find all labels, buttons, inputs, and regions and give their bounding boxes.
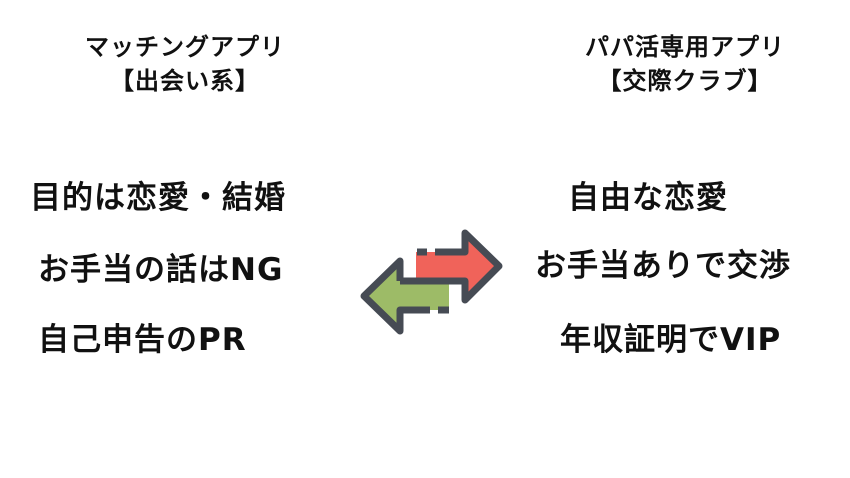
right-arrow-outline [400, 229, 503, 304]
left-item-purpose: 目的は恋愛・結婚 [30, 180, 286, 216]
left-item-allowance: お手当の話はNG [38, 252, 284, 288]
left-title-line2: 【出会い系】 [110, 67, 260, 95]
right-column-title: パパ活専用アプリ 【交際クラブ】 [520, 30, 850, 98]
left-column-title: マッチングアプリ 【出会い系】 [20, 30, 350, 98]
right-title-line2: 【交際クラブ】 [597, 67, 773, 95]
right-title-line1: パパ活専用アプリ [585, 33, 785, 61]
right-item-vip: 年収証明でVIP [560, 322, 782, 358]
exchange-arrows-icon [360, 229, 503, 335]
left-title-line1: マッチングアプリ [85, 33, 285, 61]
left-arrow-outline [360, 257, 430, 335]
right-item-purpose: 自由な恋愛 [568, 180, 728, 216]
left-item-pr: 自己申告のPR [38, 322, 247, 358]
right-item-allowance: お手当ありで交渉 [535, 248, 791, 284]
